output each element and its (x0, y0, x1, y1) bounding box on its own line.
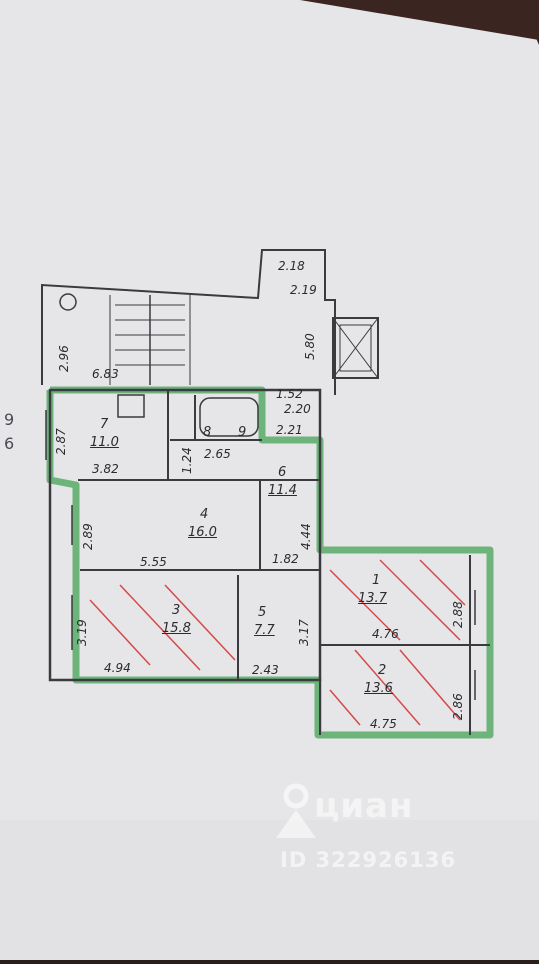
dim-room1-width: 4.76 (372, 627, 399, 641)
dim-shaft-side: 5.80 (303, 333, 317, 360)
dim-kitchen-height: 2.87 (54, 428, 68, 455)
dim-hall-height: 4.44 (299, 523, 313, 550)
dim-shaft-bottom-b: 2.20 (284, 402, 311, 416)
dim-bath-width: 2.65 (204, 447, 231, 461)
room-1-number: 1 (372, 573, 381, 588)
room-1-area: 13.7 (358, 591, 387, 606)
elevator-shaft (332, 317, 379, 379)
dim-hall-width: 1.82 (272, 552, 299, 566)
margin-fraction-bottom: 6 (4, 434, 15, 453)
dim-room4-width: 5.55 (140, 555, 167, 569)
room-2-number: 2 (378, 663, 387, 678)
dim-room4-height: 2.89 (81, 523, 95, 550)
room-3-number: 3 (172, 603, 181, 618)
dim-room5-width: 2.43 (252, 663, 279, 677)
watermark: циан ID 322926136 (266, 778, 491, 878)
table-background (0, 0, 539, 40)
dim-room5-height: 3.17 (297, 619, 311, 646)
dim-stair-height: 2.96 (57, 345, 71, 372)
room-4-area: 16.0 (188, 525, 217, 540)
room-5-number: 5 (258, 605, 267, 620)
dim-kitchen-width: 3.82 (92, 462, 119, 476)
margin-fraction-top: 9 (4, 410, 15, 429)
dim-room2-height: 2.86 (451, 693, 465, 720)
room-6-number: 6 (278, 465, 287, 480)
room-3-area: 15.8 (162, 621, 191, 636)
room-7-area: 11.0 (90, 435, 119, 450)
dim-shaft-top-a: 2.18 (278, 259, 305, 273)
dim-shaft-bottom-a: 1.52 (276, 387, 303, 401)
room-9-number: 9 (238, 425, 247, 440)
room-4-number: 4 (200, 507, 209, 522)
interior-walls (48, 388, 490, 735)
dim-room3-width: 4.94 (104, 661, 131, 675)
location-pin-icon (276, 783, 316, 838)
room-5-area: 7.7 (254, 623, 275, 638)
window-marks (45, 410, 476, 700)
dim-bath-height: 1.24 (180, 447, 194, 474)
staircase (41, 249, 336, 395)
dim-corridor-a: 2.21 (276, 423, 303, 437)
room-6-area: 11.4 (268, 483, 297, 498)
hatched-areas (89, 559, 466, 726)
dim-room2-width: 4.75 (370, 717, 397, 731)
room-7-number: 7 (100, 417, 109, 432)
dim-stair-width: 6.83 (92, 367, 119, 381)
room-8-number: 8 (203, 425, 212, 440)
dim-room3-height: 3.19 (75, 619, 89, 646)
dim-shaft-top-b: 2.19 (290, 283, 317, 297)
room-2-area: 13.6 (364, 681, 393, 696)
dim-room1-height: 2.88 (451, 601, 465, 628)
watermark-id: ID 322926136 (280, 848, 457, 872)
watermark-brand: циан (314, 786, 414, 826)
